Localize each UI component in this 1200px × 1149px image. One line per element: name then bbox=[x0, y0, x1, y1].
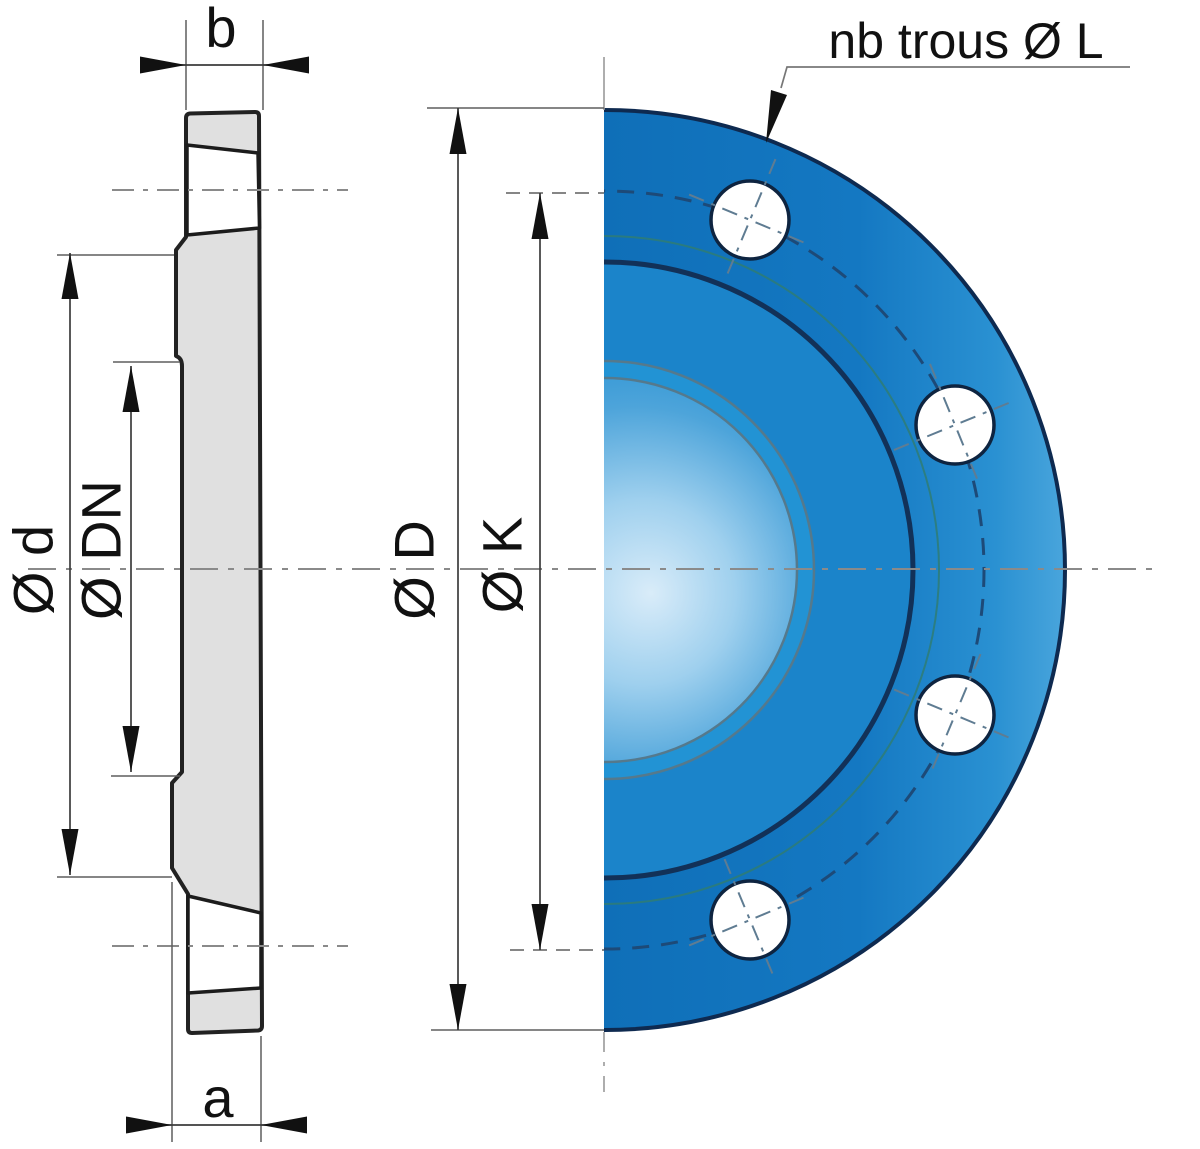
label-diameter-K: Ø K bbox=[471, 517, 534, 613]
leader-arrowhead bbox=[766, 90, 787, 143]
leader-line bbox=[780, 66, 1130, 89]
label-diameter-d: Ø d bbox=[2, 525, 65, 615]
bolt-hole-crosshair bbox=[688, 158, 812, 282]
bolt-hole-crosshair bbox=[893, 653, 1017, 777]
arrowhead bbox=[263, 56, 309, 74]
arrowhead bbox=[531, 904, 549, 950]
bolt-hole bbox=[709, 879, 791, 961]
bolt-hole bbox=[914, 674, 996, 756]
arrowhead bbox=[122, 366, 140, 412]
arrowhead bbox=[61, 253, 79, 299]
label-b: b bbox=[205, 0, 236, 59]
bolt-hole bbox=[709, 179, 791, 261]
arrowhead bbox=[122, 726, 140, 772]
arrowhead bbox=[140, 56, 186, 74]
label-diameter-D: Ø D bbox=[383, 520, 446, 620]
dimension-a: a bbox=[126, 882, 307, 1142]
arrowhead bbox=[531, 193, 549, 239]
dimension-b: b bbox=[140, 0, 309, 110]
front-view bbox=[603, 57, 1067, 1092]
arrowhead bbox=[449, 108, 467, 154]
bolt-hole-crosshair bbox=[893, 363, 1017, 487]
dimension-d: Ø d bbox=[2, 253, 174, 878]
section-body bbox=[170, 110, 264, 1035]
dimension-K: Ø K bbox=[471, 192, 604, 951]
label-diameter-dn: Ø DN bbox=[70, 480, 133, 620]
dimension-dn: Ø DN bbox=[70, 361, 180, 777]
arrowhead bbox=[261, 1116, 307, 1134]
bolt-hole-crosshair bbox=[688, 858, 812, 982]
label-holes-note: nb trous Ø L bbox=[828, 13, 1103, 69]
arrowhead bbox=[61, 829, 79, 875]
facing-teal-ring bbox=[604, 235, 940, 905]
bolt-hole bbox=[914, 384, 996, 466]
arrowhead bbox=[449, 984, 467, 1030]
holes-note: nb trous Ø L bbox=[766, 13, 1130, 143]
dimension-D: Ø D bbox=[383, 107, 604, 1031]
section-bolt-hole-void-bottom bbox=[186, 894, 263, 995]
section-view bbox=[112, 110, 348, 1035]
label-a: a bbox=[202, 1066, 234, 1129]
arrowhead bbox=[126, 1116, 172, 1134]
